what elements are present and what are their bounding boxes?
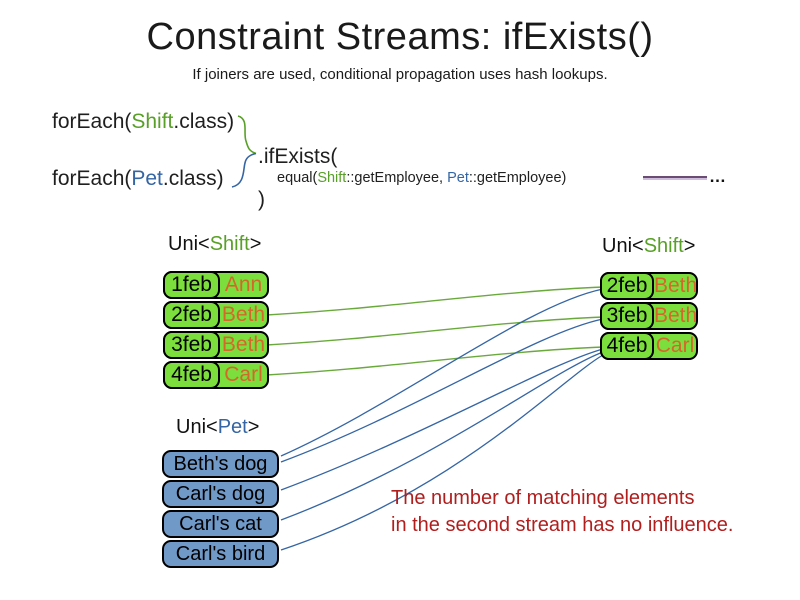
list-item: Carl's cat: [162, 510, 279, 538]
table-row: 4feb Carl: [163, 361, 269, 389]
date-cell: 3feb: [600, 302, 654, 330]
code-foreach-pet-prefix: forEach(: [52, 167, 132, 190]
table-row: 1feb Ann: [163, 271, 269, 299]
list-item: Carl's dog: [162, 480, 279, 508]
table-row: 4feb Carl: [600, 332, 698, 360]
shift-class-token: Shift: [131, 110, 174, 133]
code-foreach-shift: forEach(Shift.class): [52, 110, 234, 134]
name-cell: Beth: [221, 303, 266, 326]
name-cell: Beth: [654, 304, 698, 327]
right-shift-label-suffix: >: [683, 235, 696, 257]
table-row: 3feb Beth: [163, 331, 269, 359]
pet-ref-token: Pet: [447, 170, 469, 186]
note-text: The number of matching elements in the s…: [391, 485, 733, 539]
pet-label-type: Pet: [217, 416, 248, 438]
table-row: 2feb Beth: [163, 301, 269, 329]
list-item: Beth's dog: [162, 450, 279, 478]
code-equal-prefix: equal(: [277, 170, 318, 186]
pet-label-prefix: Uni<: [176, 416, 218, 438]
date-cell: 1feb: [163, 271, 220, 299]
left-shift-label-type: Shift: [209, 233, 250, 255]
list-item: Carl's bird: [162, 540, 279, 568]
right-shift-label: Uni<Shift>: [602, 235, 695, 258]
table-row: 3feb Beth: [600, 302, 698, 330]
code-foreach-shift-suffix: .class): [173, 110, 235, 133]
pet-class-token: Pet: [131, 167, 163, 190]
date-cell: 2feb: [600, 272, 654, 300]
code-close-paren: ): [258, 188, 265, 211]
code-equal-joiner: equal(Shift::getEmployee, Pet::getEmploy…: [277, 170, 566, 186]
code-foreach-shift-prefix: forEach(: [52, 110, 132, 133]
shift-ref-token: Shift: [317, 170, 347, 186]
name-cell: Ann: [224, 273, 263, 296]
joiner-connector-line: [643, 176, 707, 178]
right-shift-label-type: Shift: [643, 235, 684, 257]
name-cell: Carl: [224, 363, 263, 386]
note-line-1: The number of matching elements: [391, 487, 695, 509]
note-line-2: in the second stream has no influence.: [391, 514, 734, 536]
name-cell: Beth: [221, 333, 266, 356]
link-bethsdog-to-3feb: [280, 318, 604, 463]
code-foreach-pet: forEach(Pet.class): [52, 167, 224, 191]
right-shift-label-prefix: Uni<: [602, 235, 644, 257]
page-subtitle: If joiners are used, conditional propaga…: [192, 66, 608, 83]
link-4feb-to-4feb: [265, 346, 605, 376]
table-row: 2feb Beth: [600, 272, 698, 300]
name-cell: Carl: [655, 334, 695, 357]
code-ifexists: .ifExists(: [258, 145, 338, 168]
pet-label-suffix: >: [247, 416, 260, 438]
pet-label: Uni<Pet>: [176, 416, 259, 439]
left-shift-label-suffix: >: [249, 233, 262, 255]
code-foreach-pet-suffix: .class): [162, 167, 224, 190]
link-3feb-to-3feb: [265, 316, 605, 346]
brace-top-green: [237, 115, 257, 155]
link-bethsdog-to-2feb: [280, 288, 604, 457]
page-title: Constraint Streams: ifExists(): [146, 16, 654, 58]
name-cell: Beth: [654, 274, 698, 297]
date-cell: 4feb: [163, 361, 220, 389]
link-carlsdog-to-4feb: [280, 348, 604, 491]
link-2feb-to-2feb: [265, 286, 605, 316]
left-shift-label-prefix: Uni<: [168, 233, 210, 255]
date-cell: 3feb: [163, 331, 220, 359]
brace-bottom-blue: [231, 152, 257, 188]
left-shift-label: Uni<Shift>: [168, 233, 261, 256]
code-equal-mid: ::getEmployee,: [346, 170, 448, 186]
continuation-ellipsis: …: [709, 167, 727, 186]
code-equal-suffix: ::getEmployee): [468, 170, 567, 186]
date-cell: 2feb: [163, 301, 220, 329]
date-cell: 4feb: [600, 332, 654, 360]
